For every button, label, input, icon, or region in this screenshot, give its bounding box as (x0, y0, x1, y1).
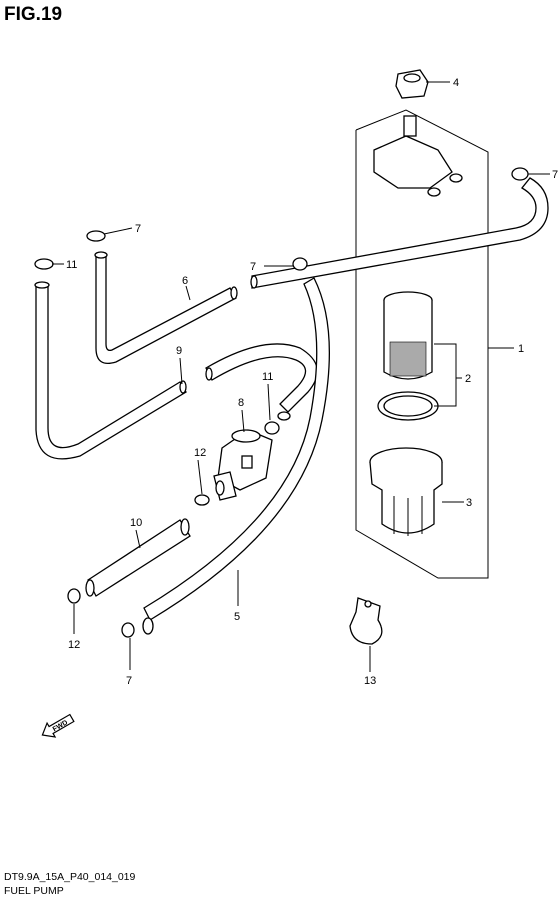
callout-5: 5 (234, 611, 240, 623)
callout-3: 3 (466, 497, 472, 509)
callout-7-d: 7 (126, 675, 132, 687)
callout-6: 6 (182, 275, 188, 287)
clip-12-b (67, 588, 81, 604)
clip-7-a (86, 230, 106, 242)
footer: DT9.9A_15A_P40_014_019 FUEL PUMP (4, 870, 135, 898)
clamp-13 (349, 597, 383, 645)
fwd-label: FWD (52, 719, 69, 733)
clip-12-a (194, 494, 210, 506)
callout-2: 2 (465, 373, 471, 385)
hose-9 (34, 281, 187, 460)
drawing-code: DT9.9A_15A_P40_014_019 (4, 871, 136, 883)
clip-7-d (121, 622, 135, 638)
figure-caption: FUEL PUMP (4, 885, 64, 897)
callout-1: 1 (518, 343, 524, 355)
callout-7-b: 7 (250, 261, 256, 273)
clip-7-c (511, 167, 529, 181)
filter-element-2 (377, 291, 439, 421)
hose-5 (142, 277, 330, 635)
fwd-arrow-icon: FWD (41, 713, 75, 738)
filter-cup-3 (369, 447, 443, 536)
hose-6 (94, 251, 238, 365)
hose-10 (85, 518, 191, 597)
callout-4: 4 (453, 77, 459, 89)
hose-top (250, 177, 549, 289)
figure-title: FIG.19 (4, 4, 63, 25)
callout-8: 8 (238, 397, 244, 409)
clip-11-a (34, 258, 54, 270)
filter-head (373, 115, 463, 197)
clip-7-b (292, 257, 308, 271)
assembly-frame (355, 109, 489, 579)
callout-7-a: 7 (135, 223, 141, 235)
callout-11-b: 11 (262, 371, 273, 383)
nut-4 (395, 69, 429, 99)
callout-12-a: 12 (194, 447, 206, 459)
fuel-pump-8 (213, 429, 273, 501)
callout-13: 13 (364, 675, 376, 687)
callout-11-a: 11 (66, 259, 77, 271)
callout-10: 10 (130, 517, 142, 529)
callout-12-b: 12 (68, 639, 80, 651)
clip-11-b (264, 421, 280, 435)
hose-9-upper (205, 343, 318, 421)
leader-lines (52, 81, 550, 672)
callout-7-c: 7 (552, 169, 558, 181)
callout-9: 9 (176, 345, 182, 357)
